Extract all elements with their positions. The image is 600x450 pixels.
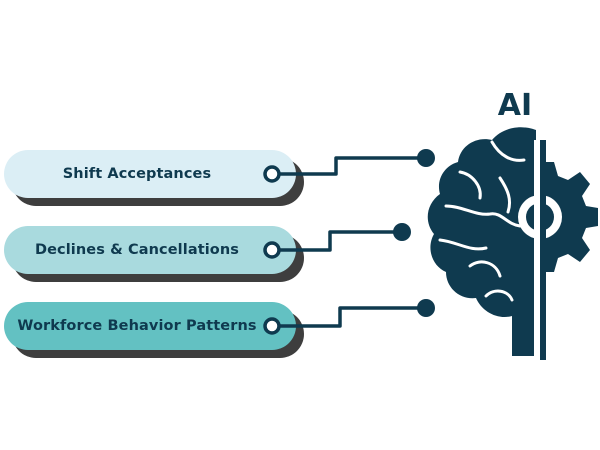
connector-port-2: [263, 241, 281, 259]
input-label: Declines & Cancellations: [34, 242, 240, 258]
connector-port-1: [263, 165, 281, 183]
input-pill-shift-acceptances: Shift Acceptances: [4, 150, 296, 198]
connector-line-2: [278, 230, 400, 252]
connector-port-3: [263, 317, 281, 335]
ai-title: AI: [497, 88, 533, 123]
connector-node-1: [417, 149, 435, 167]
input-pill-workforce-behavior: Workforce Behavior Patterns: [4, 302, 296, 350]
connector-line-1: [278, 156, 424, 176]
brain-gear-icon: [427, 127, 598, 360]
connector-node-2: [393, 223, 411, 241]
input-label: Workforce Behavior Patterns: [17, 318, 257, 334]
input-label: Shift Acceptances: [62, 166, 212, 182]
connector-node-3: [417, 299, 435, 317]
connector-line-3: [278, 306, 424, 328]
input-pill-declines-cancellations: Declines & Cancellations: [4, 226, 296, 274]
